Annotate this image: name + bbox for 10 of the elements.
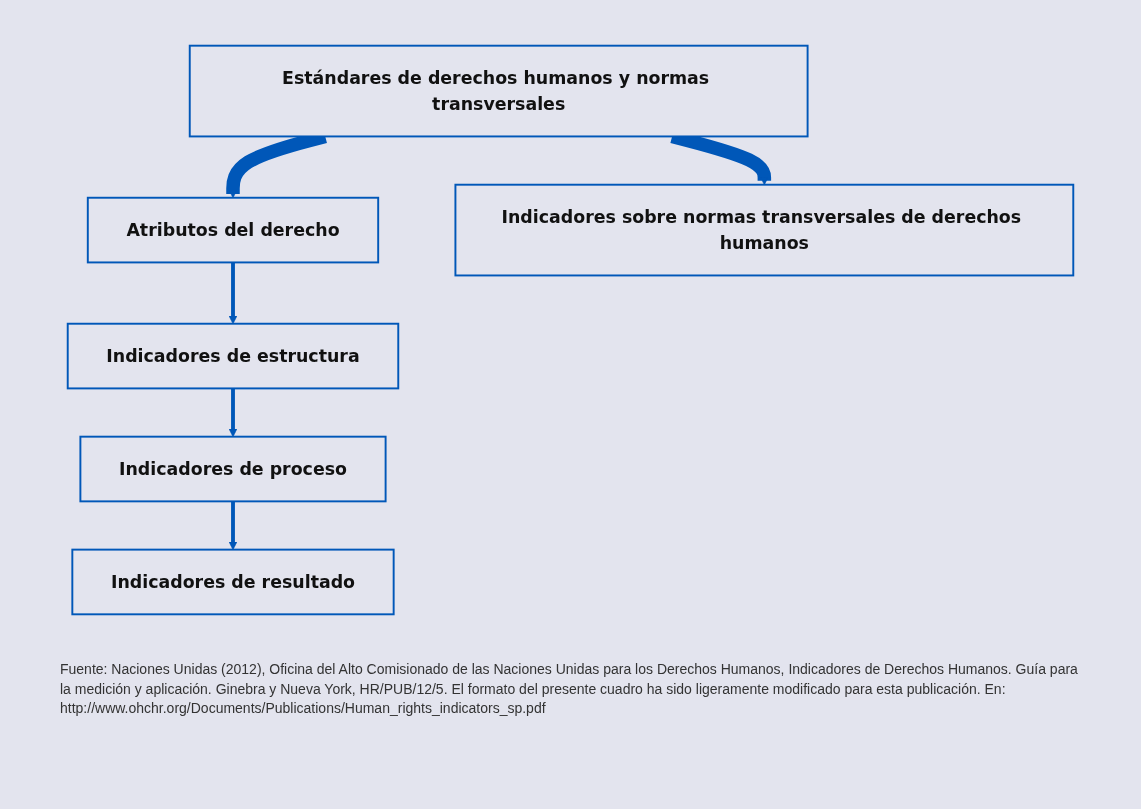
source-caption: Fuente: Naciones Unidas (2012), Oficina del Alto Comisionado de las Naciones Unidas para los Derechos Humanos, Indicadores de Derechos Humanos. Guía para la medición y aplicación. Ginebra y Nueva York, HR/PUB/12/5. El formato del presente cuadro ha sido ligeramente modificado para esta publicación. En: http://www.ohchr.org/Documents/Publications/Human_rights_indicators_sp.pdf — [60, 660, 1079, 719]
node-box: Indicadores sobre normas transversales de derechos humanos — [454, 183, 1075, 277]
arrow — [228, 262, 238, 325]
arrow — [228, 388, 238, 438]
node-box: Indicadores de estructura — [66, 322, 400, 390]
node-box: Indicadores de proceso — [79, 435, 387, 503]
node-box: Atributos del derecho — [86, 196, 380, 264]
node-box: Indicadores de resultado — [71, 548, 395, 616]
arrow — [228, 501, 238, 550]
node-box: Estándares de derechos humanos y normas transversales — [188, 44, 809, 138]
